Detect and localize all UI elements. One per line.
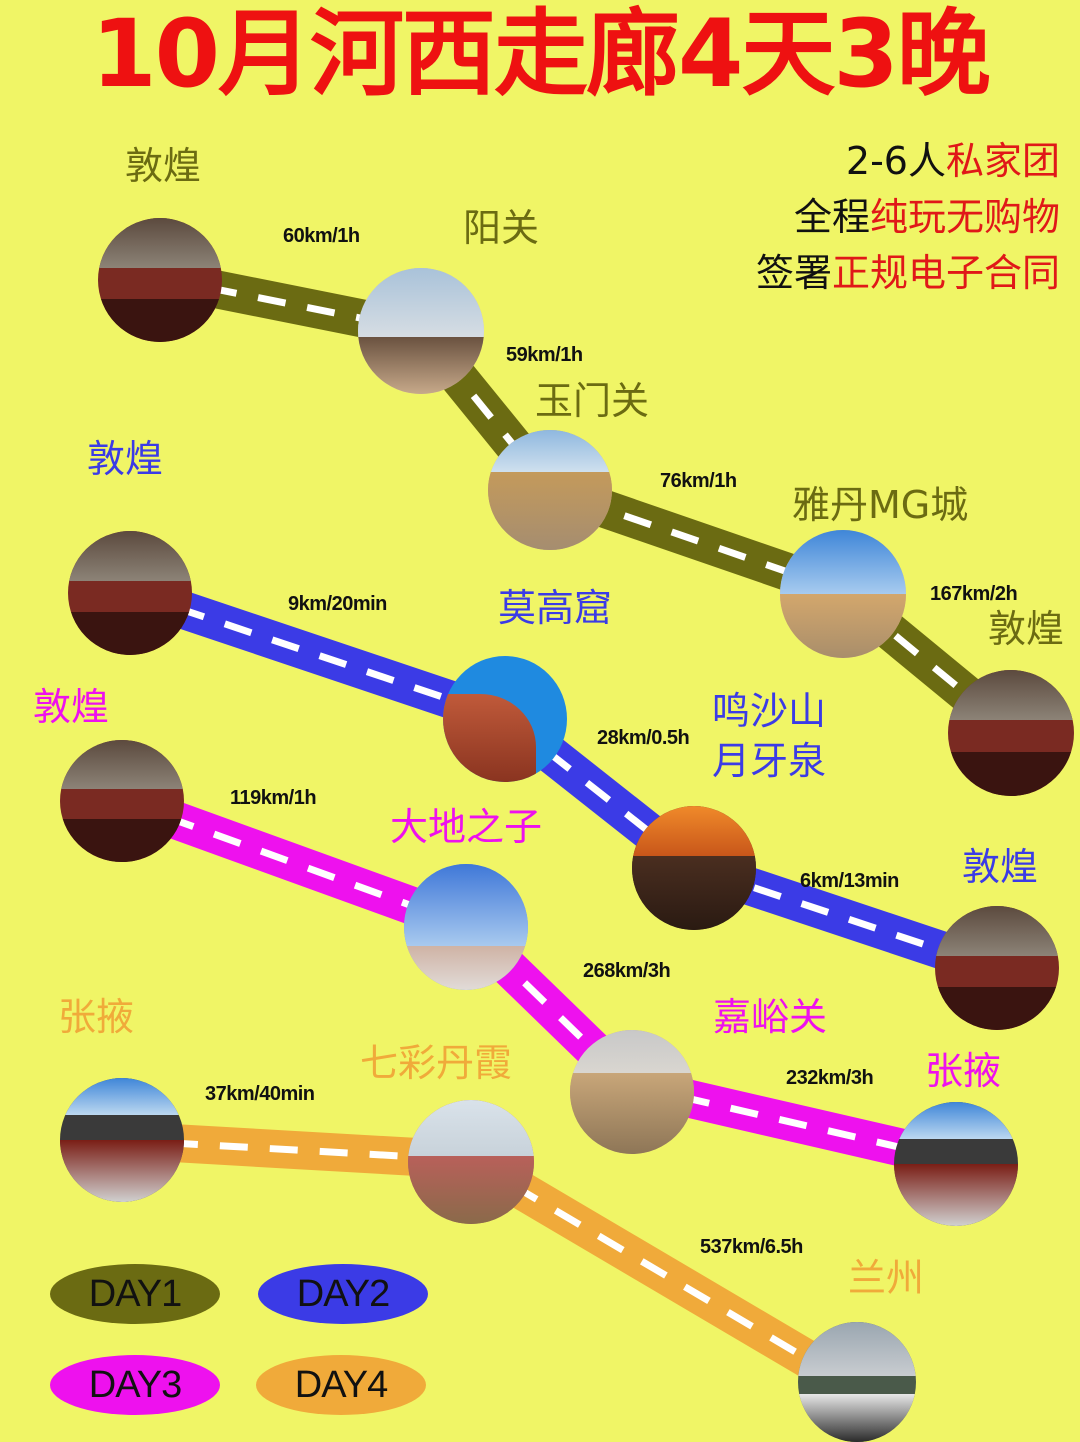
photo-yadan bbox=[780, 530, 906, 658]
distance-label: 232km/3h bbox=[786, 1067, 874, 1089]
place-label-lanzhou: 兰州 bbox=[848, 1256, 925, 1300]
photo-yumenguan bbox=[488, 430, 612, 550]
photo-dunhuang bbox=[98, 218, 222, 342]
distance-label: 9km/20min bbox=[288, 593, 387, 615]
distance-label: 119km/1h bbox=[230, 787, 317, 809]
promo-no-shopping: 全程纯玩无购物 bbox=[794, 188, 1060, 246]
distance-label: 59km/1h bbox=[506, 344, 583, 366]
promo-text: 签署 bbox=[755, 251, 832, 295]
photo-dunhuang bbox=[60, 740, 184, 862]
photo-yangguan bbox=[358, 268, 484, 394]
photo-danxia bbox=[408, 1100, 534, 1224]
legend-day3: DAY3 bbox=[50, 1355, 220, 1415]
photo-zhangye bbox=[60, 1078, 184, 1202]
place-label-dunhuang: 敦煌 bbox=[988, 607, 1065, 651]
photo-mingshashan bbox=[632, 806, 756, 930]
photo-jiayuguan bbox=[570, 1030, 694, 1154]
promo-group-size: 2-6人私家团 bbox=[846, 132, 1060, 190]
distance-label: 60km/1h bbox=[283, 225, 360, 247]
distance-label: 28km/0.5h bbox=[597, 727, 690, 749]
distance-label: 167km/2h bbox=[930, 583, 1018, 605]
legend-day1: DAY1 bbox=[50, 1264, 220, 1324]
photo-dunhuang bbox=[935, 906, 1059, 1030]
place-label-dunhuang: 敦煌 bbox=[125, 144, 202, 188]
photo-dunhuang bbox=[68, 531, 192, 655]
place-label-dunhuang: 敦煌 bbox=[87, 437, 164, 481]
place-label-dunhuang: 敦煌 bbox=[962, 845, 1039, 889]
promo-text: 全程 bbox=[793, 195, 870, 239]
place-label-dadizhizi: 大地之子 bbox=[390, 805, 543, 849]
place-label-danxia: 七彩丹霞 bbox=[360, 1041, 513, 1085]
day2-route bbox=[123, 573, 1002, 987]
legend-day4: DAY4 bbox=[256, 1355, 426, 1415]
page-title: 10月河西走廊4天3晚 bbox=[91, 0, 991, 109]
promo-contract: 签署正规电子合同 bbox=[756, 244, 1060, 302]
photo-mogao bbox=[443, 656, 567, 782]
day3-route bbox=[113, 782, 960, 1179]
distance-label: 6km/13min bbox=[800, 870, 899, 892]
promo-highlight: 纯玩无购物 bbox=[869, 195, 1060, 239]
promo-highlight: 私家团 bbox=[945, 139, 1060, 183]
place-label-zhangye: 张掖 bbox=[58, 995, 135, 1039]
place-label-mogao: 莫高窟 bbox=[498, 586, 613, 630]
distance-label: 268km/3h bbox=[583, 960, 671, 982]
legend-day2: DAY2 bbox=[258, 1264, 428, 1324]
place-label-yadan: 雅丹MG城 bbox=[792, 483, 969, 527]
place-label-jiayuguan: 嘉峪关 bbox=[713, 995, 828, 1039]
place-label-yueyaquan: 月牙泉 bbox=[712, 739, 827, 783]
place-label-mingshashan: 鸣沙山 bbox=[712, 689, 827, 733]
distance-label: 37km/40min bbox=[205, 1083, 315, 1105]
photo-dunhuang bbox=[948, 670, 1074, 796]
place-label-yumenguan: 玉门关 bbox=[535, 379, 650, 423]
distance-label: 537km/6.5h bbox=[700, 1236, 803, 1258]
promo-text: 2-6人 bbox=[845, 139, 946, 183]
photo-dadizhizi bbox=[404, 864, 528, 990]
place-label-zhangye: 张掖 bbox=[925, 1049, 1002, 1093]
photo-zhangye bbox=[894, 1102, 1018, 1226]
photo-lanzhou bbox=[798, 1322, 916, 1442]
distance-label: 76km/1h bbox=[660, 470, 737, 492]
place-label-dunhuang: 敦煌 bbox=[33, 685, 110, 729]
promo-highlight: 正规电子合同 bbox=[831, 251, 1060, 295]
place-label-yangguan: 阳关 bbox=[463, 206, 540, 250]
